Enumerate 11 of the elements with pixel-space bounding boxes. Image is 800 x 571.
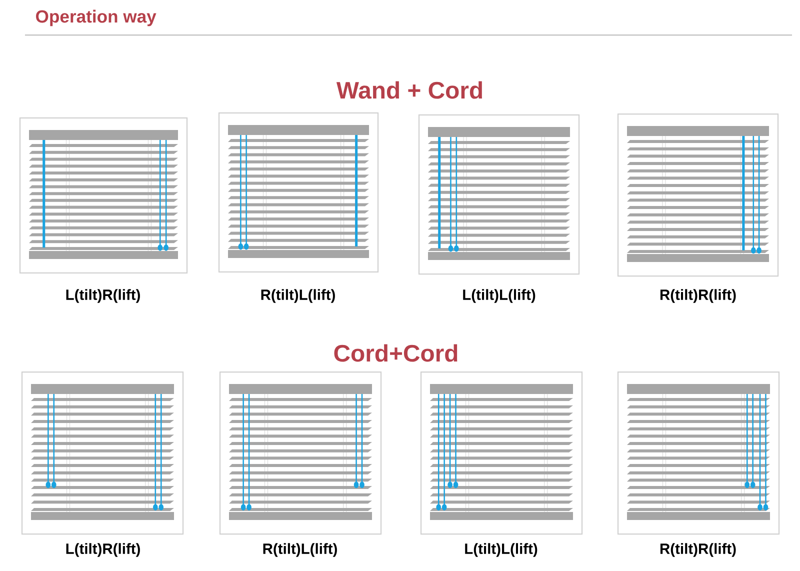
blind-caption: R(tilt)L(lift): [261, 289, 335, 303]
blind-caption: L(tilt)R(lift): [66, 289, 140, 303]
blind-caption: L(tilt)R(lift): [66, 543, 140, 557]
section-heading: Cord+Cord: [334, 344, 458, 362]
section-heading: Wand + Cord: [336, 81, 482, 99]
blind-caption: L(tilt)L(lift): [465, 543, 538, 557]
blind-caption: R(tilt)R(lift): [660, 543, 736, 557]
blind-caption: R(tilt)R(lift): [660, 289, 736, 303]
page-title: Operation way: [36, 10, 156, 26]
blind-caption: L(tilt)L(lift): [463, 289, 536, 303]
blind-caption: R(tilt)L(lift): [263, 543, 337, 557]
